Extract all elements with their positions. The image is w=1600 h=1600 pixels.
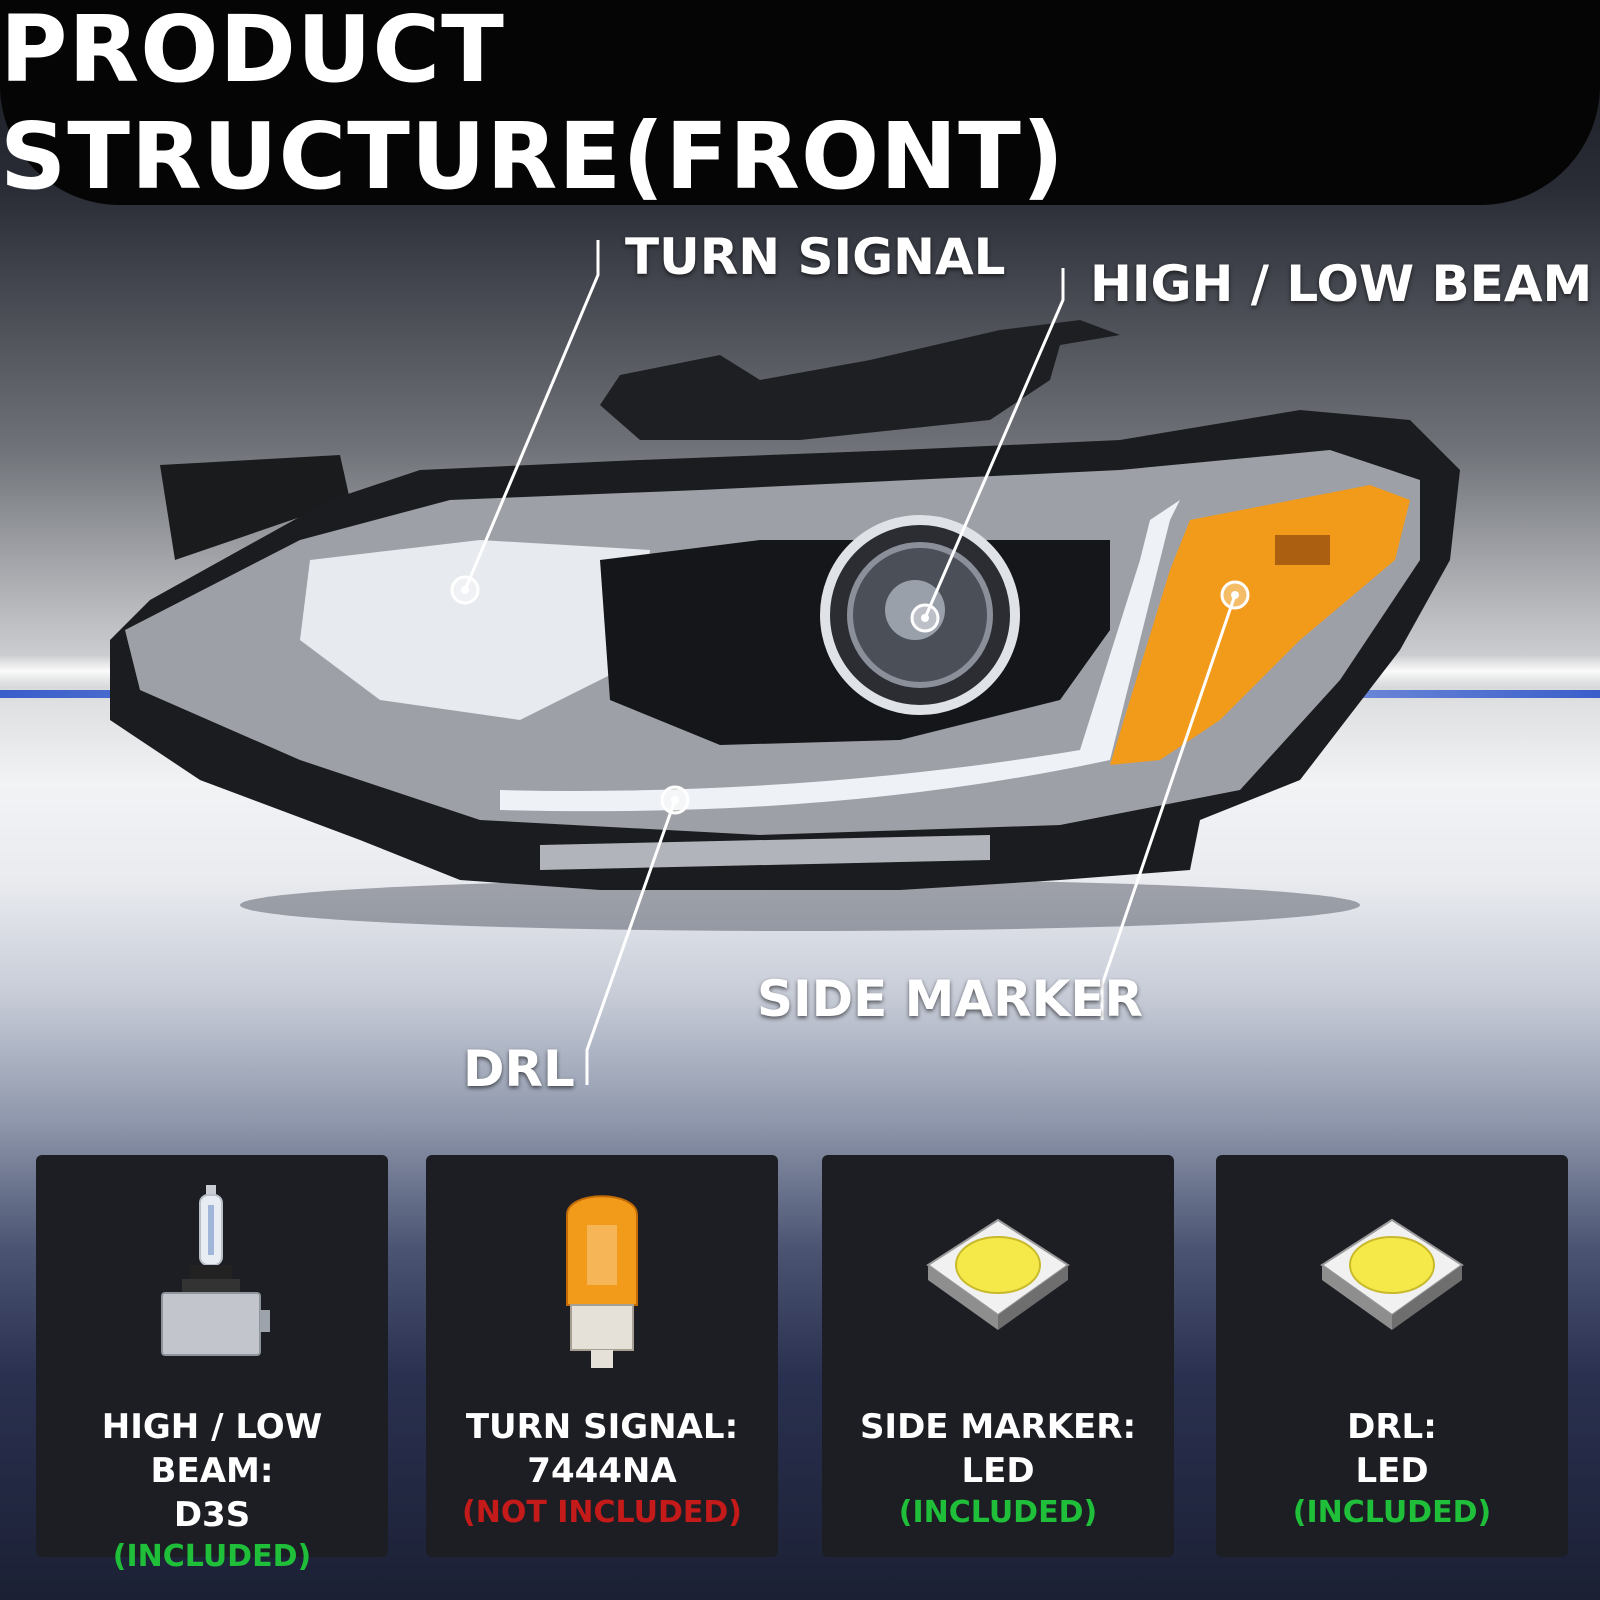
led-chip-icon	[1216, 1185, 1568, 1375]
amber-bulb-icon	[426, 1185, 778, 1375]
drl-label: DRL	[463, 1040, 575, 1098]
turn-signal-label: TURN SIGNAL	[625, 228, 1006, 286]
card-side-marker: SIDE MARKER: LED (INCLUDED)	[822, 1155, 1174, 1557]
mount-bracket	[600, 320, 1120, 440]
card-turn-signal: TURN SIGNAL: 7444NA (NOT INCLUDED)	[426, 1155, 778, 1557]
card-spec: LED	[961, 1451, 1035, 1491]
callout-lines	[463, 240, 1237, 1085]
callout-dots	[450, 575, 1250, 815]
led-chip-icon	[822, 1185, 1174, 1375]
status-badge: (INCLUDED)	[112, 1539, 312, 1574]
card-high-low-beam: HIGH / LOW BEAM: D3S (INCLUDED)	[36, 1155, 388, 1574]
hid-bulb-icon	[36, 1185, 388, 1375]
header-band: PRODUCT STRUCTURE(FRONT)	[0, 0, 1600, 210]
card-spec: LED	[1355, 1451, 1429, 1491]
status-badge: (NOT INCLUDED)	[462, 1495, 742, 1530]
card-drl: DRL: LED (INCLUDED)	[1216, 1155, 1568, 1557]
beam-label: HIGH / LOW BEAM	[1090, 255, 1593, 313]
side-marker-label: SIDE MARKER	[757, 970, 1144, 1028]
card-name: TURN SIGNAL:	[465, 1407, 739, 1447]
headlight-shadow	[240, 879, 1360, 931]
card-spec: D3S	[173, 1495, 251, 1535]
marker-reflector	[1275, 535, 1330, 565]
amber-side-marker	[1110, 485, 1410, 765]
status-badge: (INCLUDED)	[1292, 1495, 1492, 1530]
card-name: HIGH / LOW BEAM:	[101, 1407, 323, 1491]
card-name: SIDE MARKER:	[859, 1407, 1137, 1447]
card-name: DRL:	[1347, 1407, 1437, 1447]
card-spec: 7444NA	[527, 1451, 677, 1491]
rear-housing	[160, 455, 350, 560]
status-badge: (INCLUDED)	[898, 1495, 1098, 1530]
page-title: PRODUCT STRUCTURE(FRONT)	[0, 0, 1065, 210]
turn-signal-reflector	[300, 540, 650, 720]
